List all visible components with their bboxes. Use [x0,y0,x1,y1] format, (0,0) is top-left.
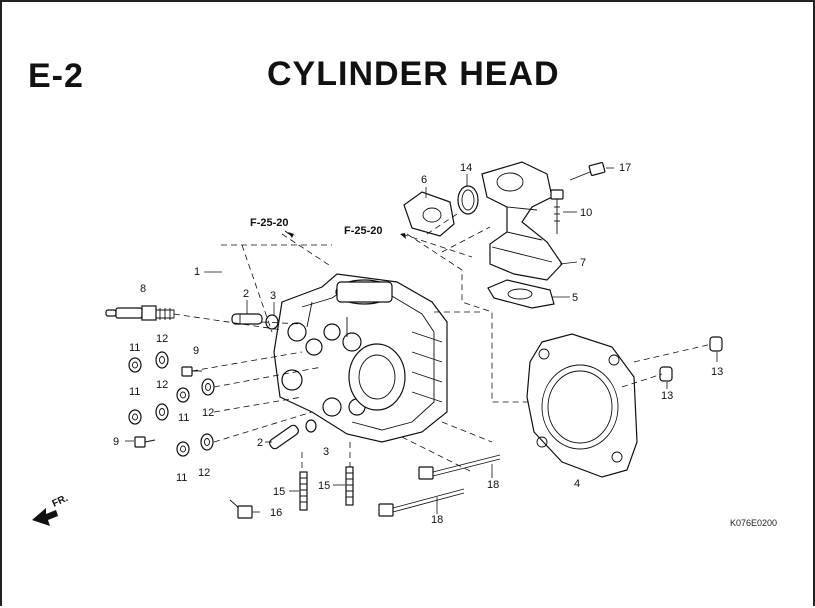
callout-11: 11 [176,472,187,484]
callout-5: 5 [572,292,578,304]
callout-9: 9 [193,345,199,357]
cylinder-head [273,273,448,443]
gasket-5 [487,279,555,309]
callout-11: 11 [178,412,189,424]
reference-link-f-25-20[interactable]: F-25-20 [250,217,289,229]
bolt-18-b [378,488,465,517]
callout-18: 18 [487,479,499,491]
nut-11-b [128,409,142,425]
bolt-18-a [418,454,501,480]
nut-11-a [128,357,142,373]
nut-11-c [176,387,190,403]
insulator-6 [403,191,455,237]
cylinder-head-gasket [526,333,638,478]
dowel-pin-13-b [659,366,673,382]
callout-13: 13 [661,390,673,402]
bolt-17 [569,161,606,181]
valve-guide-2-lower [268,424,300,450]
callout-3: 3 [323,446,329,458]
bolt-10 [550,189,564,234]
front-direction-arrow: FR. [32,493,70,526]
stud-15-b [345,466,354,506]
callout-2: 2 [243,288,249,300]
callout-15: 15 [273,486,285,498]
callout-12: 12 [156,379,168,391]
callout-11: 11 [129,342,140,354]
dowel-pin-13-a [709,336,723,352]
callout-16: 16 [270,507,282,519]
nut-11-d [176,441,190,457]
washer-12-b [155,403,169,421]
stud-15-a [299,471,308,511]
callout-12: 12 [198,467,210,479]
intake-pipe [481,161,563,281]
callout-12: 12 [156,333,168,345]
callout-14: 14 [460,162,472,174]
callout-4: 4 [574,478,580,490]
washer-12-a [155,351,169,369]
washer-12-d [200,433,214,451]
callout-10: 10 [580,207,592,219]
callout-13: 13 [711,366,723,378]
callout-17: 17 [619,162,631,174]
callout-3: 3 [270,290,276,302]
bolt-9-a [181,366,202,377]
callout-1: 1 [194,266,200,278]
callout-8: 8 [140,283,146,295]
diagram-code: K076E0200 [730,518,777,528]
fr-label: FR. [51,493,70,510]
seal-3-lower [305,419,317,433]
callout-12: 12 [202,407,214,419]
bolt-9-b [134,436,156,448]
callout-15: 15 [318,480,330,492]
valve-guide-2-upper [231,313,263,325]
page-title: CYLINDER HEAD [267,55,560,93]
section-code: E-2 [28,57,84,95]
callout-9: 9 [113,436,119,448]
bolt-16 [229,499,253,519]
callout-11: 11 [129,386,140,398]
o-ring-14 [457,185,479,215]
callout-7: 7 [580,257,586,269]
reference-link-f-25-20[interactable]: F-25-20 [344,225,383,237]
callout-6: 6 [421,174,427,186]
washer-12-c [201,378,215,396]
spark-plug-8 [105,305,175,321]
callout-18: 18 [431,514,443,526]
callout-2: 2 [257,437,263,449]
